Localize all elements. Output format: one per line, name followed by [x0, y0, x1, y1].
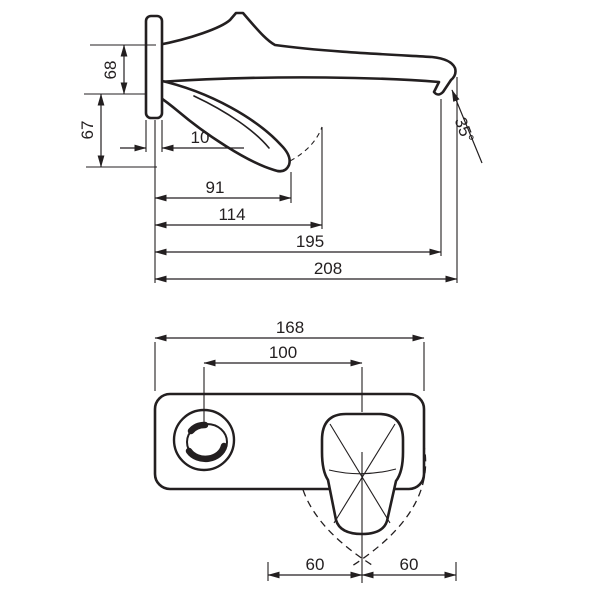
- spout-outlet-shadow-bottom: [185, 442, 228, 463]
- dim-91-label: 91: [206, 178, 225, 197]
- dim-195-label: 195: [296, 232, 324, 251]
- handle-side-profile: [156, 78, 291, 173]
- dim-168-label: 168: [276, 318, 304, 337]
- handle-front-cross-line-2: [333, 423, 396, 524]
- spout-outlet-shadow-top: [187, 421, 209, 435]
- spout-side-profile: [156, 11, 457, 96]
- dim-67-label: 67: [78, 121, 97, 140]
- dim-100-label: 100: [269, 343, 297, 362]
- dim-35deg-label: 35°: [451, 115, 478, 146]
- wall-plate-side: [144, 14, 164, 120]
- dim-60-right-label: 60: [400, 555, 419, 574]
- dim-60-left-label: 60: [306, 555, 325, 574]
- handle-side-detail-line: [193, 95, 270, 149]
- dim-10-label: 10: [191, 128, 210, 147]
- dim-208-label: 208: [314, 259, 342, 278]
- handle-front-cross-line-1: [329, 423, 391, 524]
- lever-swing-arc: [289, 126, 323, 162]
- dim-114-label: 114: [218, 205, 245, 224]
- front-view: 168 100 60 60: [153, 318, 457, 583]
- side-view: 68 67 10 91 114 195 208 35°: [78, 11, 483, 283]
- dimline-spray-angle: [451, 89, 483, 164]
- dim-68-label: 68: [101, 61, 120, 80]
